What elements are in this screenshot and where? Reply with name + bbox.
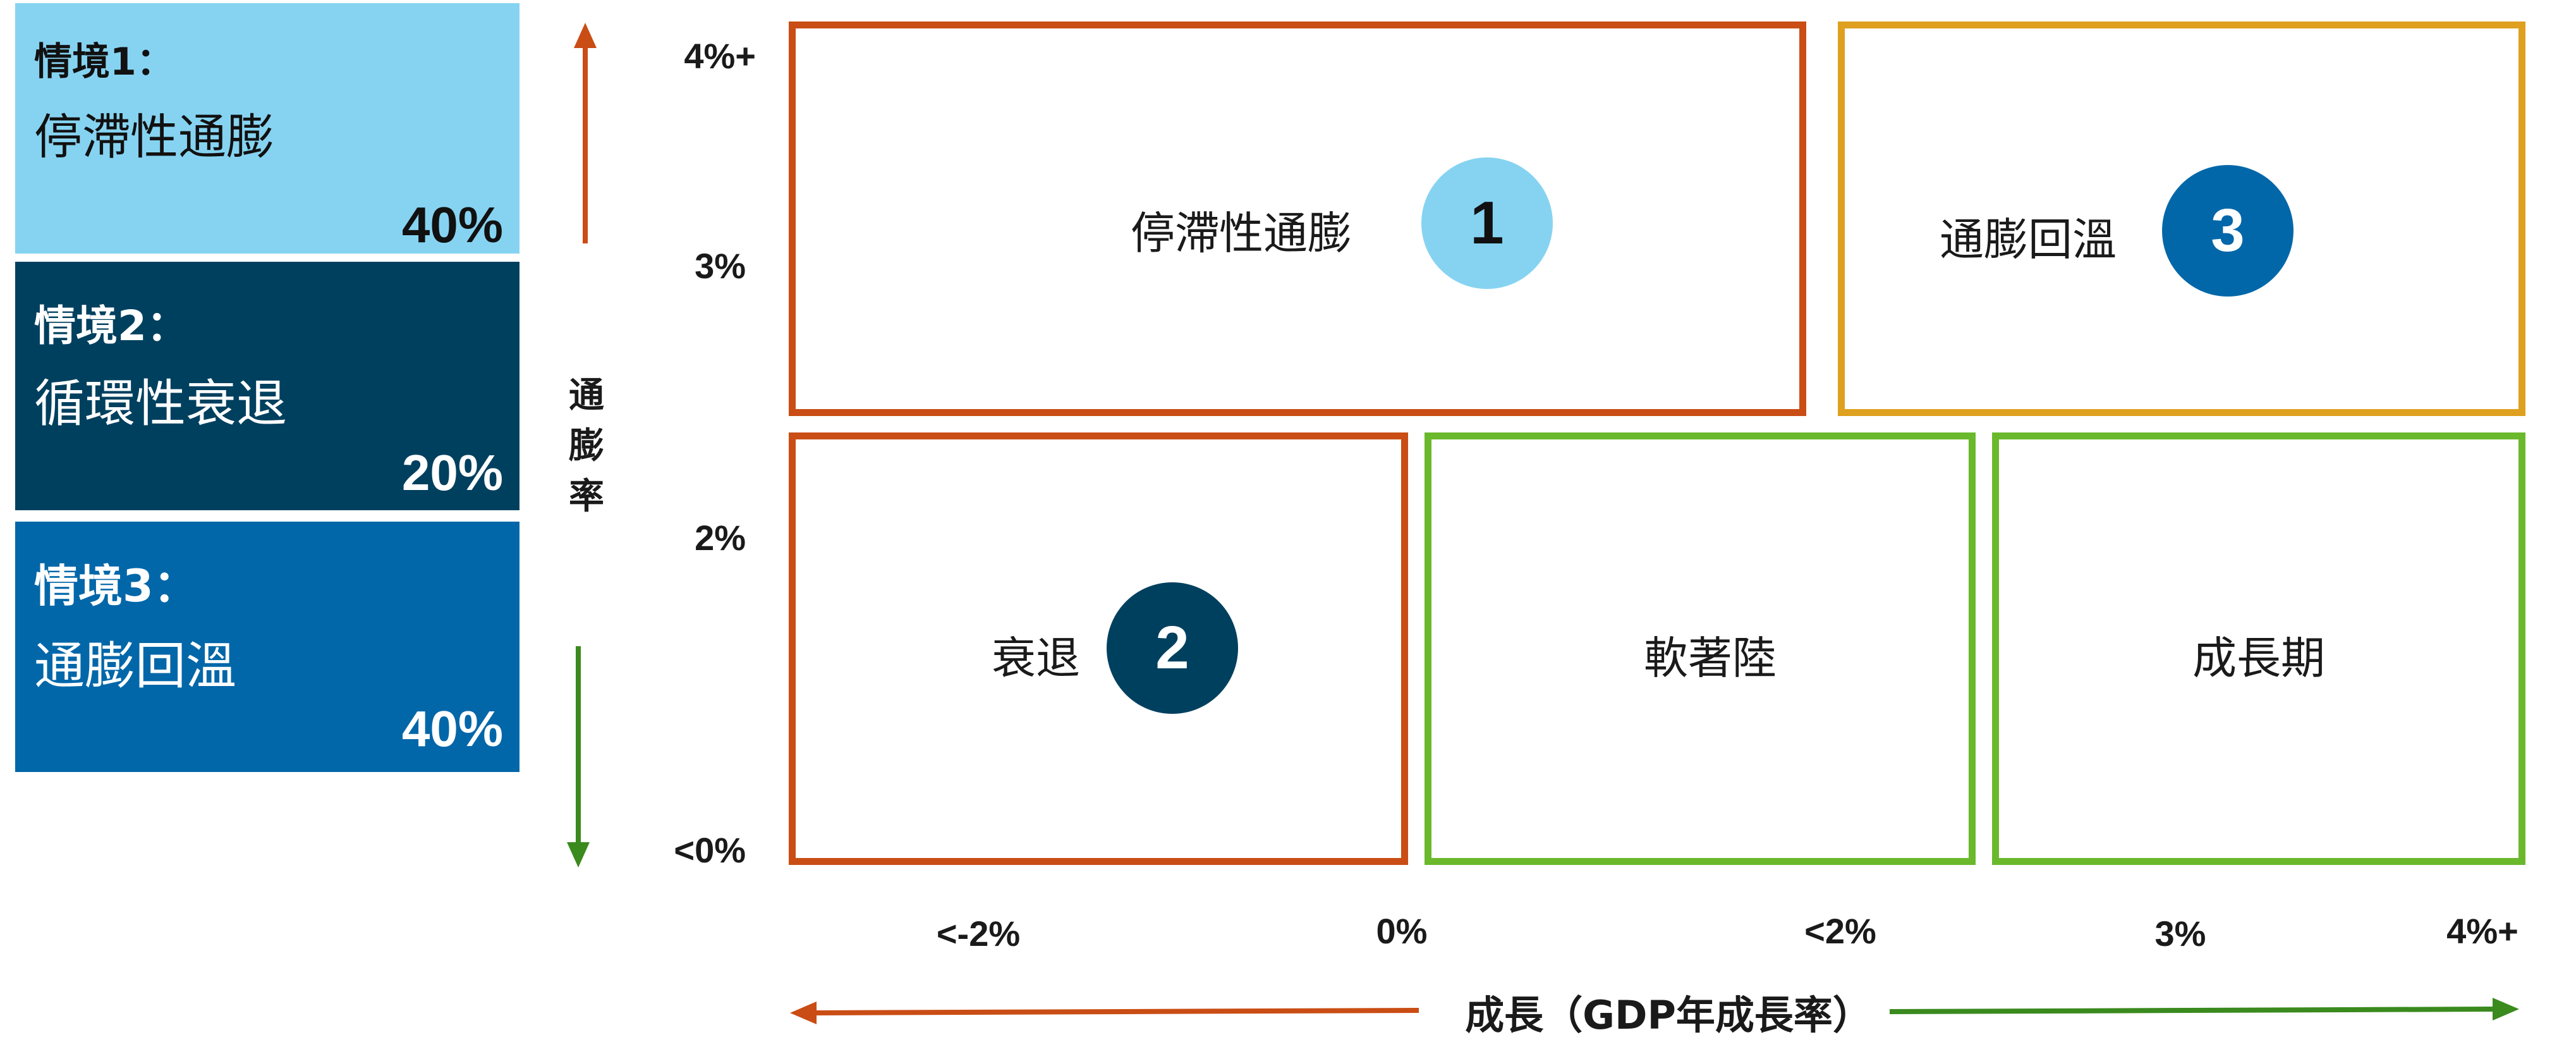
badge-2: 2 [1107, 582, 1238, 714]
y-axis-title-char-1: 通 [569, 375, 604, 416]
quadrant-stagflation-label: 停滯性通膨 [1131, 207, 1352, 259]
scenario-3-percent: 40% [401, 701, 503, 757]
quadrant-growth-label: 成長期 [2192, 632, 2325, 684]
right-arrow-icon [1889, 998, 2519, 1020]
badge-1: 1 [1421, 157, 1553, 289]
scenario-1-title: 情境1： [34, 40, 174, 84]
scenario-1-name: 停滯性通膨 [34, 109, 274, 165]
quadrant-recession-label: 衰退 [992, 632, 1080, 684]
scenario-1-percent: 40% [401, 197, 503, 253]
x-tick-0: 0% [1376, 911, 1428, 951]
up-arrow-icon [574, 23, 597, 243]
badge-3: 3 [2162, 165, 2293, 297]
quadrant-reflation-label: 通膨回溫 [1940, 214, 2117, 266]
scenario-3-name: 通膨回溫 [34, 637, 236, 696]
quadrant-stagflation: 停滯性通膨 1 [789, 21, 1806, 416]
quadrant-growth: 成長期 [1992, 432, 2525, 865]
scenario-card-3: 情境3： 通膨回溫 40% [15, 522, 519, 772]
quadrant-soft-landing-label: 軟著陸 [1644, 632, 1777, 684]
y-axis-title-char-3: 率 [569, 476, 604, 517]
x-axis-title: 成長（GDP年成長率） [1465, 992, 1872, 1038]
x-tick-4plus: 4%+ [2446, 911, 2518, 951]
scenario-card-2: 情境2： 循環性衰退 20% [15, 262, 519, 510]
quadrant-reflation: 通膨回溫 3 [1838, 21, 2525, 416]
quadrant-recession: 衰退 2 [789, 432, 1408, 865]
x-tick-ltm2: <-2% [936, 914, 1021, 953]
x-tick-3: 3% [2154, 914, 2206, 953]
y-axis-title: 通 膨 率 [568, 371, 605, 522]
scenario-card-1: 情境1： 停滯性通膨 40% [15, 3, 519, 254]
y-axis-title-char-2: 膨 [569, 426, 604, 467]
left-arrow-icon [790, 1002, 1419, 1024]
x-tick-lt2: <2% [1804, 911, 1876, 951]
y-tick-2: 2% [695, 518, 746, 558]
scenario-3-title: 情境3： [34, 560, 198, 612]
y-tick-4plus: 4%+ [684, 36, 756, 76]
quadrant-soft-landing: 軟著陸 [1425, 432, 1976, 865]
y-tick-3: 3% [695, 246, 746, 286]
y-tick-lt0: <0% [674, 830, 746, 870]
scenario-2-percent: 20% [401, 444, 503, 501]
down-arrow-icon [567, 646, 590, 867]
scenario-2-name: 循環性衰退 [34, 374, 287, 433]
scenario-2-title: 情境2： [34, 302, 188, 350]
